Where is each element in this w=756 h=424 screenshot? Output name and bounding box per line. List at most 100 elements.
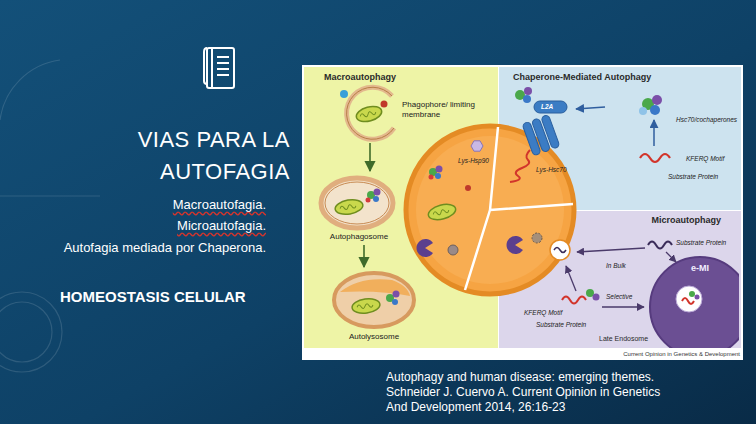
microautophagy-art [602, 306, 644, 307]
citation-caption: Autophagy and human disease: emerging th… [386, 370, 676, 415]
figure-label: Selective [606, 293, 632, 301]
figure-label: KFERQ Motif [686, 155, 724, 163]
lysosome-cargo [465, 185, 471, 191]
endosome-outline [695, 295, 700, 300]
endosome-outline [676, 286, 702, 312]
label-holder: Substrate Protein [676, 239, 726, 247]
label-holder: Lys-Hsc70 [536, 166, 567, 174]
lysosome-cargo [435, 173, 441, 179]
microautophagy-art [593, 294, 600, 301]
pathway-list-item: Autofagia mediada por Chaperona. [36, 240, 266, 256]
microautophagy-art [648, 242, 672, 249]
figure-area: MacroautophagyPhagophore/ limiting membr… [302, 65, 743, 360]
chaperone-pathway-art [653, 120, 655, 146]
chaperone-pathway-art [515, 90, 525, 100]
book-icon [217, 56, 229, 58]
autolysosome-figure [334, 273, 414, 327]
microautophagy-art [586, 289, 594, 297]
book-icon [217, 74, 229, 76]
panel-heading: Macroautophagy [324, 72, 396, 83]
autolysosome-figure [351, 297, 381, 315]
chaperone-pathway-art [652, 95, 662, 105]
panel-heading: Microautophagy [651, 215, 721, 226]
chaperone-pathway-art [639, 107, 647, 115]
chaperone-pathway-art [523, 95, 531, 103]
endosome-outline [682, 298, 694, 304]
label-holder: KFERQ Motif [686, 155, 724, 163]
microautophagy-art [566, 266, 576, 291]
label-holder: Macroautofagia. [36, 197, 266, 213]
lysosome-cargo [436, 166, 443, 173]
microautophagy-art [550, 240, 676, 307]
chaperone-pathway-art [524, 87, 532, 95]
node-label: Autophagosome [330, 232, 388, 242]
autophagosome-figure [340, 204, 356, 211]
book-icon [204, 48, 234, 88]
panel-heading: Chaperone-Mediated Autophagy [513, 72, 651, 83]
decor-rings [0, 60, 60, 120]
microautophagy-art [554, 248, 566, 253]
autophagosome-figure [367, 191, 375, 199]
microautophagy-art [550, 240, 570, 260]
label-holder: KFERQ Motif [524, 309, 562, 317]
label-holder: Substrate Protein [536, 321, 586, 329]
lysosome-cargo [532, 233, 542, 243]
figure-label: Hsc70/cochaperones [676, 116, 737, 124]
figure-label: In Bulk [606, 262, 626, 270]
pathway-list-item: Macroautofagia. [36, 197, 266, 213]
chaperone-pathway-art [522, 114, 560, 156]
decor-rings [0, 195, 100, 196]
phagophore-figure [347, 87, 394, 139]
label-holder: Autofagia mediada por Chaperona. [36, 240, 266, 256]
phagophore-figure [347, 87, 394, 139]
autophagosome-figure [334, 198, 364, 217]
microautophagy-art [666, 252, 676, 262]
endosome-outline [650, 257, 739, 348]
chaperone-pathway-art [640, 154, 670, 162]
autolysosome-figure [351, 297, 381, 315]
pathway-panel: Microautophagye-MILate Endosome [499, 211, 741, 348]
lysosome-cargo [429, 175, 434, 180]
decor-rings [0, 60, 100, 372]
lysosome-cargo [417, 166, 542, 258]
chaperone-pathway-art [642, 98, 654, 110]
pathway-panel: MacroautophagyPhagophore/ limiting membr… [304, 67, 498, 348]
slide-title: VIAS PARA LA AUTOFAGIA [110, 124, 290, 188]
decor-rings [0, 292, 62, 372]
microautophagy-art [577, 248, 645, 252]
chaperone-pathway-art [531, 118, 550, 153]
lysosome-cargo [417, 239, 433, 257]
chaperone-pathway-art [471, 87, 670, 182]
book-icon [217, 62, 229, 64]
figure-label: Lys-Hsp90 [458, 157, 489, 165]
autophagosome-figure [334, 198, 364, 217]
figure-label: L2A [541, 103, 553, 111]
autophagosome-figure [374, 189, 381, 196]
book-icon [211, 48, 213, 88]
label-holder: In Bulk [606, 262, 626, 270]
autophagy-stage: Autolysosome [326, 268, 422, 344]
autolysosome-figure [357, 303, 373, 309]
chaperone-pathway-art [650, 105, 660, 115]
phagophore-figure [355, 104, 384, 124]
lysosome-cargo [433, 208, 449, 216]
node-label: Late Endosome [599, 334, 648, 343]
pathway-list-item: Microautofagia. [36, 218, 266, 234]
label-holder: Selective [606, 293, 632, 301]
autophagy-stage: Phagophore/ limiting membrane [338, 86, 479, 142]
decor-rings [0, 302, 52, 362]
chaperone-pathway-art [541, 114, 560, 149]
phagophore-figure [340, 90, 348, 98]
label-holder: Hsc70/cochaperones [676, 116, 737, 124]
chaperone-pathway-art [534, 101, 567, 113]
stage-arrow [363, 245, 365, 267]
figure-label: KFERQ Motif [524, 309, 562, 317]
autophagosome-figure [373, 196, 379, 202]
microautophagy-art [562, 297, 586, 304]
label-holder: Current Opinion in Genetics & Developmen… [600, 350, 740, 358]
lysosome [465, 127, 573, 290]
lysosome-cargo [507, 236, 523, 254]
